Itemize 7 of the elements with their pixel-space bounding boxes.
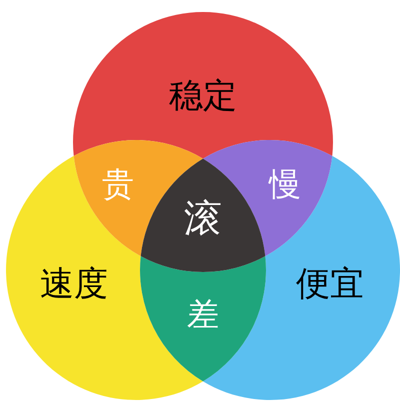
region-label: 差 xyxy=(187,298,219,330)
region-label: 贵 xyxy=(102,168,134,200)
region-label: 速度 xyxy=(40,267,108,301)
region-label: 便宜 xyxy=(296,267,364,301)
region-label: 慢 xyxy=(269,168,301,200)
region-label: 稳定 xyxy=(169,79,237,113)
region-label: 滚 xyxy=(184,199,222,237)
